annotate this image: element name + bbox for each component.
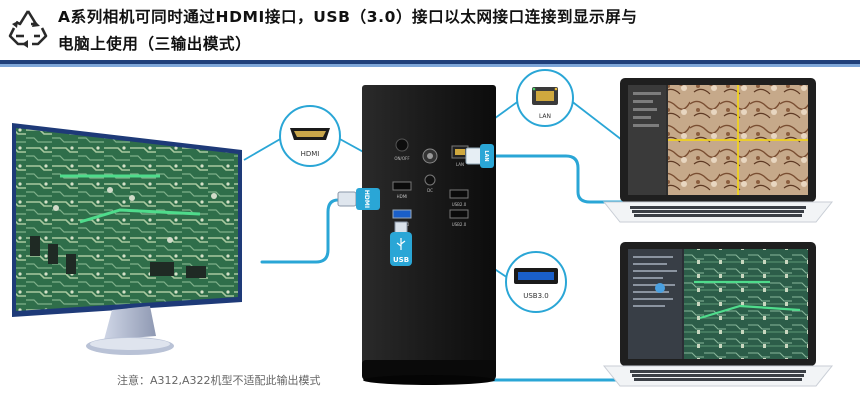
- connection-diagram: HDMI ON/OFF DC LAN HDMI USB3.0 USB2.0 US…: [12, 69, 834, 387]
- hdmi-plug: HDMI: [337, 188, 380, 210]
- port-usb2b-label: USB2.0: [452, 222, 467, 227]
- page-title: A系列相机可同时通过HDMI接口，USB（3.0）接口以太网接口连接到显示屏与 …: [58, 4, 848, 58]
- laptop-bottom: [602, 242, 834, 387]
- lan-cable: [490, 154, 624, 204]
- title-line-1: A系列相机可同时通过HDMI接口，USB（3.0）接口以太网接口连接到显示屏与: [58, 8, 638, 26]
- port-usb2a-label: USB2.0: [452, 202, 467, 207]
- usb-icon: [396, 238, 406, 250]
- usb-plug-label: USB: [393, 256, 409, 264]
- recycle-icon: [8, 10, 48, 48]
- camera-body: ON/OFF DC LAN HDMI USB3.0 USB2.0 USB2.0: [362, 85, 496, 385]
- header: A系列相机可同时通过HDMI接口，USB（3.0）接口以太网接口连接到显示屏与 …: [0, 0, 860, 64]
- monitor: [12, 123, 242, 355]
- hdmi-cable: [260, 198, 357, 264]
- title-line-2: 电脑上使用（三输出模式）: [58, 35, 252, 53]
- usb-plug: USB: [390, 221, 412, 266]
- hdmi-callout-label: HDMI: [301, 150, 320, 158]
- hdmi-callout-line-2: [243, 137, 283, 161]
- laptop-top: [602, 78, 834, 223]
- header-rule: [0, 60, 860, 64]
- lan-plug: LAN: [465, 144, 494, 168]
- port-lan-label: LAN: [456, 162, 464, 167]
- port-dc-label: DC: [427, 188, 433, 193]
- port-onoff-label: ON/OFF: [394, 156, 410, 161]
- usb3-callout: USB3.0: [505, 251, 567, 313]
- hdmi-callout: HDMI: [279, 105, 341, 167]
- usb3-callout-label: USB3.0: [523, 292, 549, 300]
- note-text: 注意：A312,A322机型不适配此输出模式: [117, 374, 321, 387]
- header-rule-light: [0, 64, 860, 67]
- port-hdmi-label: HDMI: [397, 194, 408, 199]
- lan-plug-label: LAN: [483, 150, 489, 161]
- lan-callout-line-2: [569, 99, 623, 141]
- lan-callout: LAN: [516, 69, 574, 127]
- lan-callout-label: LAN: [539, 113, 551, 120]
- hdmi-plug-label: HDMI: [363, 190, 370, 208]
